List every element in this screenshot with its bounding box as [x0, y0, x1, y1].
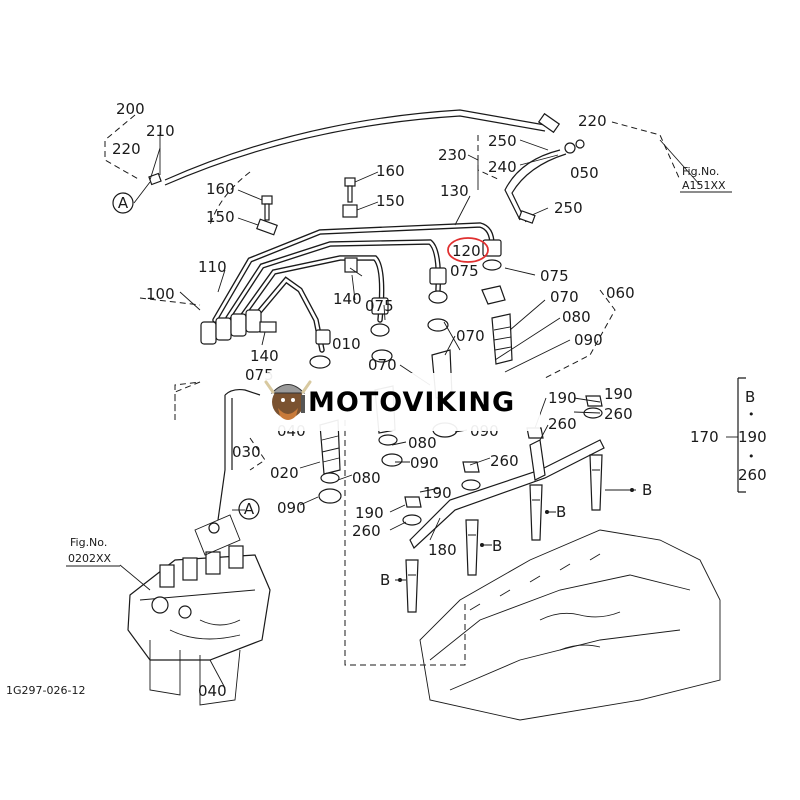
part-label: 200: [116, 100, 145, 118]
part-label: 190: [604, 385, 633, 403]
part-label: 190: [548, 389, 577, 407]
leader-lines: [104, 114, 746, 689]
fig-ref-a151: Fig.No. A151XX: [680, 165, 732, 193]
part-label: 090: [277, 499, 306, 517]
part-label: 075: [450, 262, 479, 280]
callout-A-text: A: [244, 500, 255, 518]
part-label: 150: [206, 208, 235, 226]
brand-name: MOTOVIKING: [308, 387, 515, 418]
part-label: 160: [206, 180, 235, 198]
marker-B: B: [492, 537, 502, 555]
part-label: 140: [250, 347, 279, 365]
part-label: 220: [578, 112, 607, 130]
part-label: 100: [146, 285, 175, 303]
b-markers: B B B B: [380, 481, 652, 589]
part-label: 020: [270, 464, 299, 482]
bracket-bullet: •: [748, 450, 755, 463]
part-label: 210: [146, 122, 175, 140]
part-label: 250: [554, 199, 583, 217]
marker-B: B: [380, 571, 390, 589]
part-label-highlighted: 120: [452, 242, 481, 260]
part-label: 250: [488, 132, 517, 150]
bracket-middle: 190: [738, 428, 767, 446]
part-label: 070: [368, 356, 397, 374]
part-label: 040: [198, 682, 227, 700]
fig-no-code: A151XX: [682, 179, 726, 192]
part-label: 060: [606, 284, 635, 302]
part-label: 070: [550, 288, 579, 306]
bolts: [261, 177, 356, 221]
part-label: 260: [548, 415, 577, 433]
part-label: 080: [408, 434, 437, 452]
part-label: 080: [562, 308, 591, 326]
marker-B: B: [642, 481, 652, 499]
engine-block: [419, 529, 721, 721]
bracket-170: 170 B • 190 • 260: [690, 388, 767, 484]
callout-A-top: A: [112, 192, 134, 214]
part-label: 070: [456, 327, 485, 345]
part-label: 260: [352, 522, 381, 540]
part-label: 190: [355, 504, 384, 522]
part-label: 180: [428, 541, 457, 559]
fig-no-label: Fig.No.: [682, 165, 719, 178]
fig-no-label: Fig.No.: [70, 536, 107, 549]
part-labels: 200 210 220 220 250 240 050 230 160 150 …: [112, 100, 635, 700]
bracket-ref: 170: [690, 428, 719, 446]
part-label: 130: [440, 182, 469, 200]
part-label: 090: [410, 454, 439, 472]
part-label: 030: [232, 443, 261, 461]
part-label: 220: [112, 140, 141, 158]
pipe-fittings: [200, 204, 502, 345]
callout-A-text: A: [118, 194, 129, 212]
part-label: 075: [365, 297, 394, 315]
glow-plug-harness: [402, 395, 605, 613]
bracket-top: B: [745, 388, 755, 406]
diagram-id: 1G297-026-12: [6, 684, 85, 697]
part-label: 230: [438, 146, 467, 164]
part-label: 160: [376, 162, 405, 180]
fig-ref-0202: Fig.No. 0202XX: [66, 536, 120, 567]
part-label: 050: [570, 164, 599, 182]
part-label: 010: [332, 335, 361, 353]
viking-logo-icon: [264, 380, 312, 420]
marker-B: B: [556, 503, 566, 521]
highlight-circle: [447, 237, 489, 263]
return-pipe: [148, 109, 585, 224]
part-label: 090: [574, 331, 603, 349]
callout-A-bottom: A: [238, 498, 260, 520]
bracket-bullet: •: [748, 408, 755, 421]
part-label: 075: [540, 267, 569, 285]
part-label: 080: [352, 469, 381, 487]
part-label: 260: [490, 452, 519, 470]
bracket-bottom: 260: [738, 466, 767, 484]
part-label: 240: [488, 158, 517, 176]
part-label: 150: [376, 192, 405, 210]
part-label: 110: [198, 258, 227, 276]
injection-pump: [127, 514, 271, 706]
part-label: 190: [423, 484, 452, 502]
brand-watermark: MOTOVIKING: [262, 373, 540, 431]
part-label: 260: [604, 405, 633, 423]
fig-no-code: 0202XX: [68, 552, 112, 565]
part-label: 140: [333, 290, 362, 308]
